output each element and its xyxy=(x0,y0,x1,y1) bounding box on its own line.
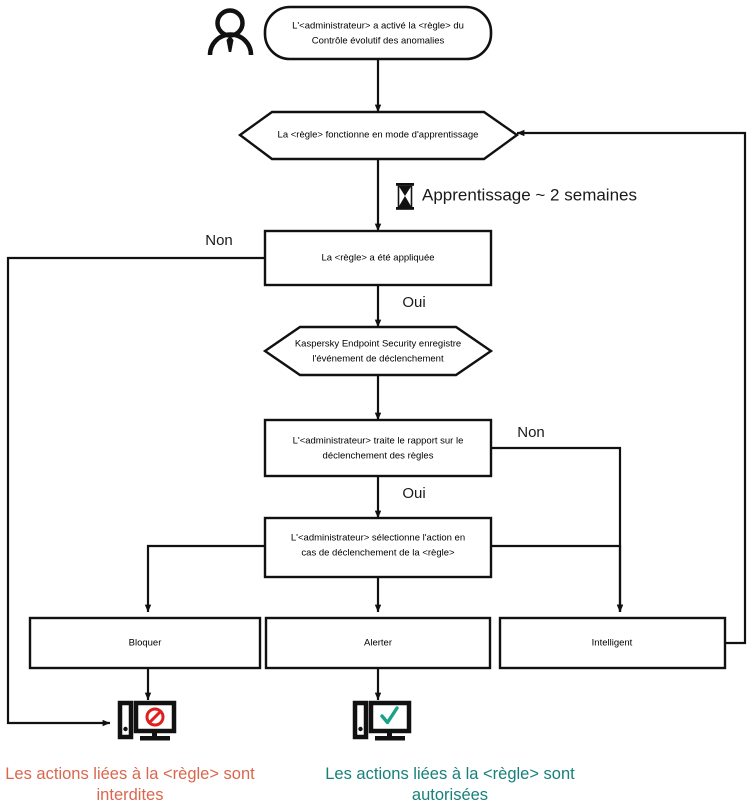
annotation-learning-time: Apprentissage ~ 2 semaines xyxy=(396,183,637,210)
node-alert-label: Alerter xyxy=(364,638,392,649)
edge-label-non-rule-applied: Non xyxy=(205,232,233,249)
edge-admin-selects-to-smart xyxy=(491,544,624,613)
caption-allowed-line2: autorisées xyxy=(412,786,488,804)
caption-denied-line1: Les actions liées à la <règle> sont xyxy=(5,765,255,783)
edge-smart-feedback-to-learning xyxy=(516,129,747,645)
node-start[interactable]: L'<administrateur> a activé la <règle> d… xyxy=(263,5,493,61)
computer-allowed-icon xyxy=(352,700,412,741)
node-admin-report[interactable]: L'<administrateur> traite le rapport sur… xyxy=(263,418,493,478)
person-icon xyxy=(207,8,254,56)
node-admin-selects-line2: cas de déclenchement de la <règle> xyxy=(301,548,455,559)
edge-admin-selects-to-block xyxy=(144,544,265,613)
node-admin-report-line2: déclenchement des règles xyxy=(323,451,434,462)
node-smart[interactable]: Intelligent xyxy=(498,616,727,670)
node-admin-selects-line1: L'<administrateur> sélectionne l'action … xyxy=(291,533,465,544)
node-learning-mode-label: La <règle> fonctionne en mode d'apprenti… xyxy=(278,130,479,141)
node-kes-records[interactable]: Kaspersky Endpoint Security enregistre l… xyxy=(262,325,494,377)
node-kes-records-line2: l'événement de déclenchement xyxy=(312,354,444,365)
edge-label-oui-rule-applied: Oui xyxy=(402,294,425,311)
node-admin-report-line1: L'<administrateur> traite le rapport sur… xyxy=(293,436,464,447)
edge-label-non-admin-report: Non xyxy=(517,424,545,441)
caption-denied-line2: interdites xyxy=(97,786,164,804)
annotation-learning-time-text: Apprentissage ~ 2 semaines xyxy=(422,185,637,204)
node-admin-selects[interactable]: L'<administrateur> sélectionne l'action … xyxy=(263,516,493,579)
edge-admin-report-non-to-smart xyxy=(491,446,624,613)
connector-layer xyxy=(6,59,747,727)
hourglass-icon xyxy=(396,183,414,210)
node-learning-mode[interactable]: La <règle> fonctionne en mode d'apprenti… xyxy=(237,110,520,161)
node-block-label: Bloquer xyxy=(129,638,162,649)
node-rule-applied[interactable]: La <règle> a été appliquée xyxy=(263,229,493,287)
node-start-line1: L'<administrateur> a activé la <règle> d… xyxy=(292,21,464,32)
node-start-line2: Contrôle évolutif des anomalies xyxy=(312,36,445,47)
caption-allowed-line1: Les actions liées à la <règle> sont xyxy=(325,765,575,783)
node-smart-label: Intelligent xyxy=(592,638,633,649)
node-kes-records-line1: Kaspersky Endpoint Security enregistre xyxy=(295,339,461,350)
caption-denied: Les actions liées à la <règle> sont inte… xyxy=(5,765,255,804)
caption-allowed: Les actions liées à la <règle> sont auto… xyxy=(325,765,575,804)
node-block[interactable]: Bloquer xyxy=(28,616,262,670)
node-alert[interactable]: Alerter xyxy=(264,616,492,670)
edge-label-oui-admin-report: Oui xyxy=(402,485,425,502)
node-rule-applied-label: La <règle> a été appliquée xyxy=(321,253,434,264)
computer-blocked-icon xyxy=(117,700,177,741)
edge-rule-applied-non-to-denied xyxy=(6,256,265,727)
